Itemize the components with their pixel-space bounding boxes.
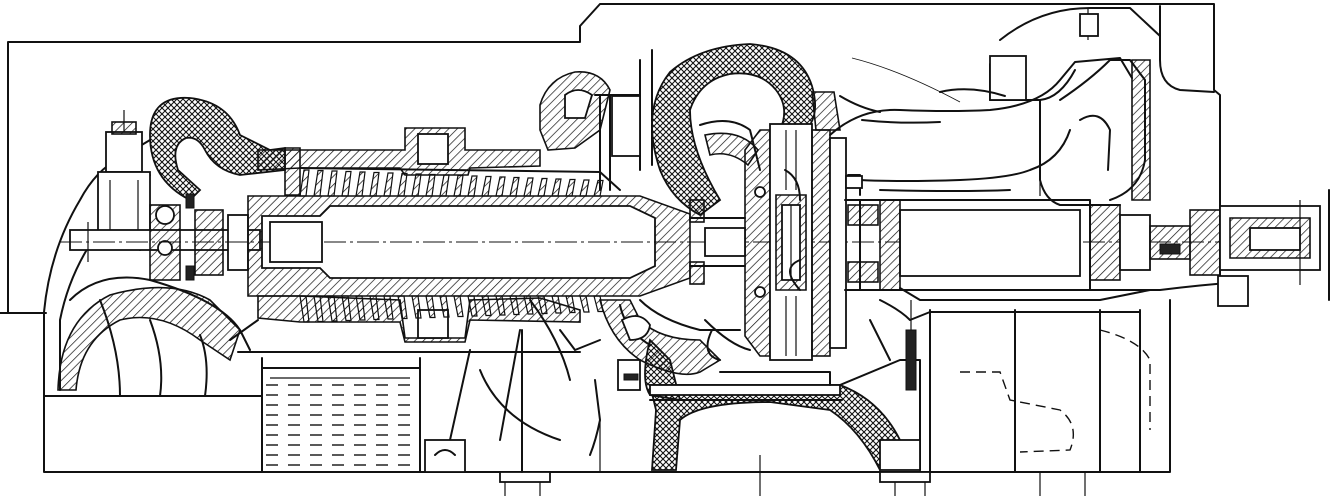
compressor-blade <box>327 170 338 197</box>
turbine-disc <box>689 123 847 361</box>
compressor-blade <box>411 295 422 319</box>
compressor-blade <box>397 172 408 197</box>
compressor-blade <box>299 169 310 197</box>
outer-enclosure <box>0 3 1221 314</box>
compressor-blade <box>369 171 380 197</box>
compressor-blade <box>481 295 492 317</box>
compressor-blade <box>551 178 562 197</box>
compressor-blade <box>523 177 534 197</box>
compressor-blade <box>593 179 604 197</box>
front-bearing-and-coupling <box>69 193 261 281</box>
compressor-blade <box>383 295 394 320</box>
compressor-blade <box>579 295 590 313</box>
compressor-blade <box>551 295 562 314</box>
annular-combustor <box>539 43 816 402</box>
compressor-blade <box>495 295 506 316</box>
compressor-blade <box>579 179 590 197</box>
compressor-blade <box>341 295 352 322</box>
generator-rotor-housing <box>844 199 1249 391</box>
compressor-blade <box>411 173 422 197</box>
compressor-blade <box>523 295 534 315</box>
compressor-blade <box>425 295 436 319</box>
compressor-blade <box>355 295 366 321</box>
compressor-blade <box>355 171 366 197</box>
compressor-blade <box>509 295 520 316</box>
compressor-blade <box>397 295 408 320</box>
compressor-blade <box>453 174 464 197</box>
compressor-blade <box>383 172 394 197</box>
oil-tank <box>261 367 421 473</box>
compressor-blade <box>439 295 450 318</box>
compressor-blade <box>495 176 506 197</box>
compressor-blade <box>565 295 576 314</box>
axial-compressor-rotor <box>60 195 1320 297</box>
output-shaft <box>1089 189 1330 301</box>
compressor-blade <box>565 178 576 197</box>
exhaust-duct <box>811 55 1151 206</box>
compressor-blade <box>369 295 380 321</box>
compressor-blade <box>299 295 310 323</box>
compressor-blade <box>509 176 520 197</box>
support-struts <box>424 329 601 473</box>
compressor-blade <box>537 177 548 197</box>
compressor-blade <box>341 170 352 197</box>
compressor-blade <box>313 295 324 323</box>
compressor-blade <box>467 295 478 317</box>
compressor-blade <box>313 169 324 197</box>
compressor-blade <box>425 173 436 197</box>
starter-motor <box>97 110 151 243</box>
compressor-blade <box>453 295 464 318</box>
compressor-blade <box>537 295 548 315</box>
compressor-blade <box>481 175 492 197</box>
compressor-blade <box>327 295 338 322</box>
compressor-blade-rows <box>299 169 604 323</box>
compressor-blade <box>439 174 450 197</box>
compressor-blade <box>467 175 478 197</box>
